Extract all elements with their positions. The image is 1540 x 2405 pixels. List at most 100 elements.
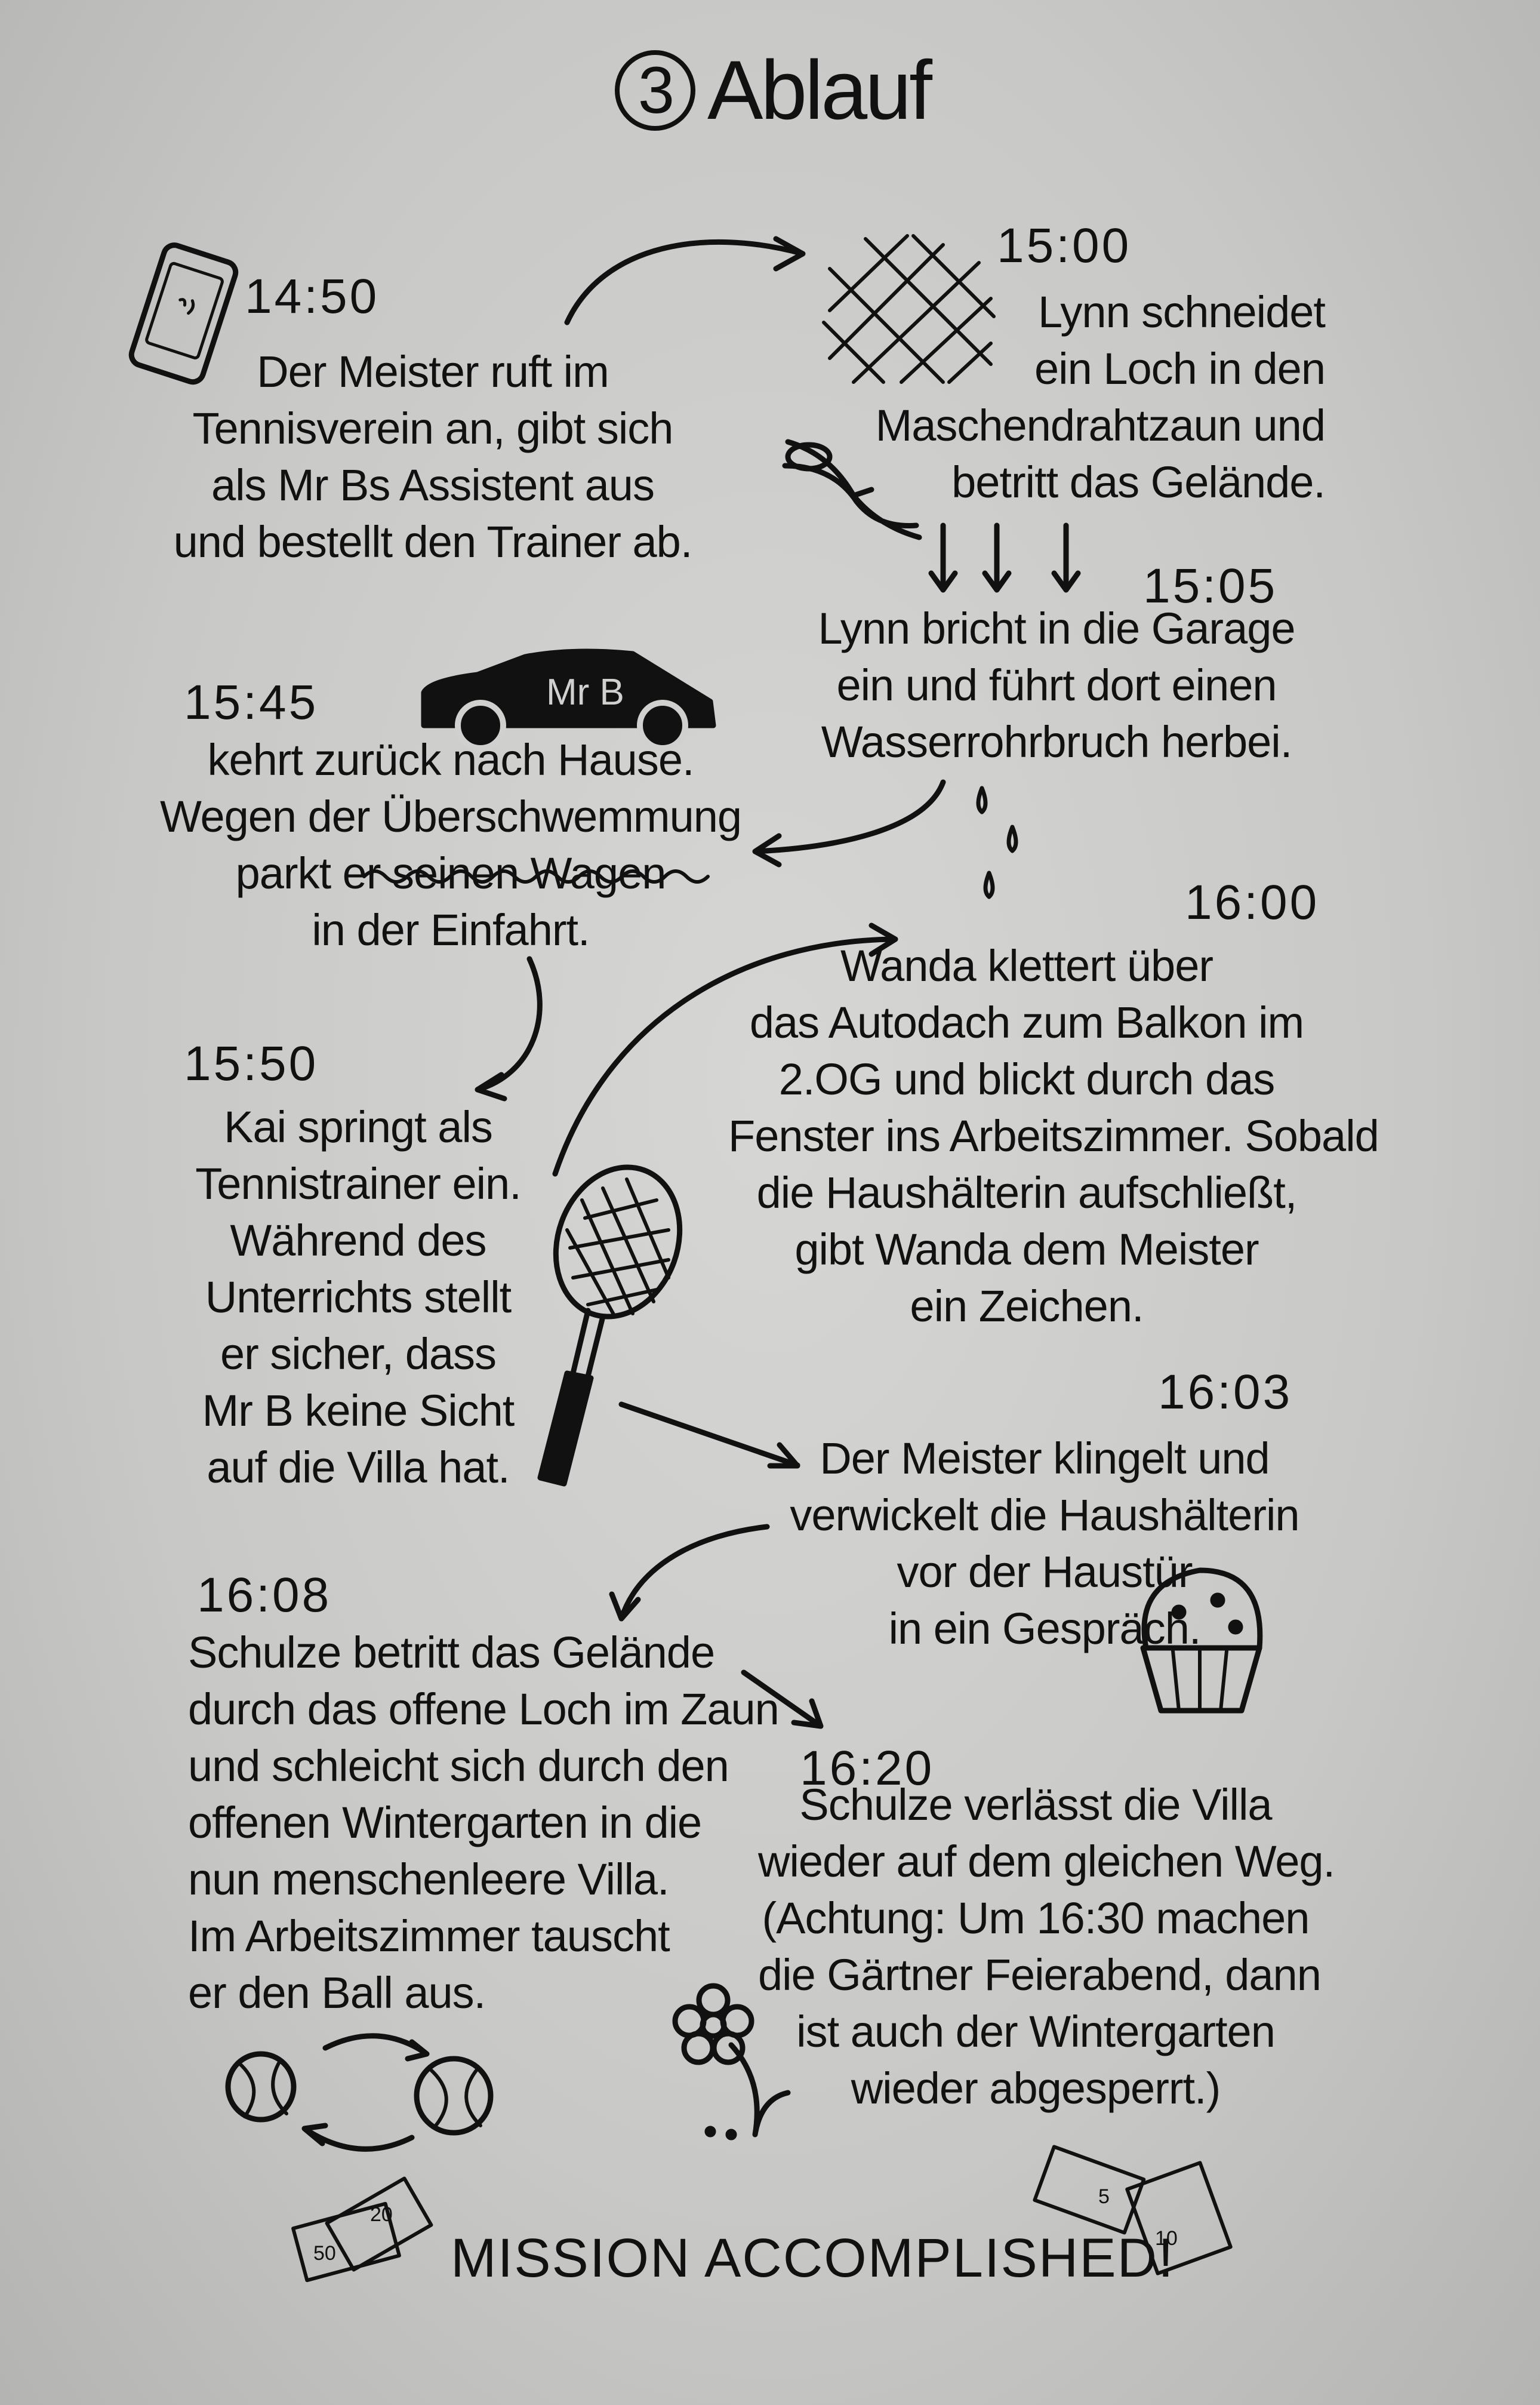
text-line: 2.OG und blickt durch das bbox=[778, 1054, 1276, 1104]
step-1545-text: kehrt zurück nach Hause. Wegen der Übersc… bbox=[158, 731, 743, 958]
arrow bbox=[552, 922, 898, 1177]
time-label: 16:20 bbox=[800, 1741, 935, 1795]
text-line: kehrt zurück nach Hause. bbox=[207, 735, 694, 785]
time-label: 15:05 bbox=[1143, 559, 1278, 613]
text-line: und schleicht sich durch den bbox=[188, 1741, 729, 1791]
text-line: Der Meister klingelt und bbox=[820, 1434, 1270, 1483]
text-line: Kai springt als bbox=[224, 1102, 493, 1152]
muffin-icon bbox=[1140, 1567, 1263, 1714]
time-label: 16:00 bbox=[1185, 875, 1320, 930]
text-line: betritt das Gelände. bbox=[951, 457, 1326, 507]
text-line: (Achtung: Um 16:30 machen bbox=[762, 1893, 1310, 1943]
time-label: 14:50 bbox=[245, 269, 380, 324]
step-1450-text: Der Meister ruft im Tennisverein an, gibt… bbox=[155, 343, 710, 570]
text-line: er den Ball aus. bbox=[188, 1968, 486, 2018]
step-1620: 16:20 bbox=[800, 1740, 934, 1797]
step-1450: 14:50 bbox=[245, 269, 379, 325]
page-title: 3 Ablauf bbox=[615, 42, 932, 139]
text-line: vor der Haustür bbox=[897, 1547, 1193, 1597]
arrow bbox=[741, 1669, 824, 1729]
text-line: das Autodach zum Balkon im bbox=[749, 998, 1304, 1047]
fence-icon bbox=[822, 234, 996, 384]
text-line: Tennistrainer ein. bbox=[195, 1159, 522, 1208]
car-label: Mr B bbox=[546, 672, 624, 713]
bill-label: 20 bbox=[370, 2203, 393, 2226]
text-line: Wasserrohrbruch herbei. bbox=[821, 717, 1293, 767]
text-line: auf die Villa hat. bbox=[207, 1443, 510, 1492]
time-label: 16:08 bbox=[197, 1568, 332, 1622]
step-1620-text: Schulze verlässt die Villa wieder auf dem… bbox=[758, 1776, 1335, 2117]
step-1505: 15:05 bbox=[1143, 558, 1277, 614]
text-line: durch das offene Loch im Zaun bbox=[188, 1684, 780, 1734]
bill-label: 50 bbox=[313, 2242, 336, 2265]
text-line: in der Einfahrt. bbox=[312, 905, 590, 955]
text-line: gibt Wanda dem Meister bbox=[794, 1225, 1259, 1274]
text-line: in ein Gespräch. bbox=[888, 1604, 1202, 1653]
tennis-balls-icon bbox=[225, 2033, 494, 2152]
water-drops bbox=[976, 786, 1018, 899]
flower-icon bbox=[672, 1983, 791, 2140]
text-line: ein Zeichen. bbox=[910, 1281, 1144, 1331]
text-line: Wegen der Überschwemmung bbox=[159, 792, 742, 841]
time-label: 15:45 bbox=[184, 675, 319, 730]
mission-accomplished: MISSION ACCOMPLISHED! bbox=[451, 2228, 1175, 2289]
step-1545: 15:45 bbox=[184, 675, 318, 731]
text-line: Unterrichts stellt bbox=[205, 1272, 512, 1322]
text-line: und bestellt den Trainer ab. bbox=[173, 517, 693, 567]
text-line: Lynn schneidet bbox=[1037, 287, 1326, 337]
text-line: Fenster ins Arbeitszimmer. Sobald bbox=[728, 1111, 1379, 1161]
text-line: die Haushälterin aufschließt, bbox=[756, 1168, 1298, 1217]
step-1600-text: Wanda klettert über das Autodach zum Balk… bbox=[728, 937, 1379, 1334]
bill-label: 5 bbox=[1098, 2185, 1110, 2208]
step-1603-text: Der Meister klingelt und verwickelt die H… bbox=[788, 1430, 1301, 1657]
step-1608-text: Schulze betritt das Gelände durch das off… bbox=[188, 1624, 780, 2021]
arrow bbox=[609, 1524, 770, 1622]
step-number: 3 bbox=[615, 50, 695, 131]
text-line: als Mr Bs Assistent aus bbox=[211, 460, 655, 510]
text-line: Lynn bricht in die Garage bbox=[818, 604, 1295, 653]
phone-icon bbox=[128, 242, 239, 385]
text-line: ein Loch in den bbox=[1034, 344, 1326, 393]
text-line: Tennisverein an, gibt sich bbox=[192, 404, 674, 453]
text-line: Maschendrahtzaun und bbox=[875, 401, 1326, 450]
pliers-icon bbox=[782, 439, 922, 540]
text-line: Im Arbeitszimmer tauscht bbox=[188, 1911, 670, 1961]
wavy-underline bbox=[362, 869, 710, 884]
arrow bbox=[752, 779, 946, 868]
tennis-racket-icon bbox=[537, 1164, 683, 1487]
step-1600: 16:00 bbox=[1185, 875, 1319, 931]
text-line: Während des bbox=[230, 1216, 486, 1265]
text-line: verwickelt die Haushälterin bbox=[790, 1490, 1299, 1540]
step-1603: 16:03 bbox=[1158, 1364, 1292, 1420]
text-line: Schulze verlässt die Villa bbox=[799, 1780, 1272, 1829]
title-text: Ablauf bbox=[707, 43, 932, 137]
text-line: ist auch der Wintergarten bbox=[796, 2007, 1276, 2056]
text-line: wieder auf dem gleichen Weg. bbox=[758, 1837, 1335, 1886]
step-1550: 15:50 bbox=[184, 1036, 318, 1092]
text-line: Mr B keine Sicht bbox=[202, 1386, 515, 1435]
car-icon bbox=[421, 648, 716, 751]
text-line: parkt er seinen Wagen bbox=[235, 848, 667, 898]
text-line: die Gärtner Feierabend, dann bbox=[758, 1950, 1322, 2000]
money-bills-icon bbox=[291, 2145, 1233, 2283]
text-line: nun menschenleere Villa. bbox=[188, 1855, 670, 1904]
down-arrows bbox=[928, 522, 1081, 593]
text-line: offenen Wintergarten in die bbox=[188, 1798, 702, 1847]
text-line: Der Meister ruft im bbox=[257, 347, 609, 396]
text-line: Schulze betritt das Gelände bbox=[188, 1628, 715, 1677]
arrow bbox=[564, 236, 806, 325]
time-label: 16:03 bbox=[1158, 1365, 1293, 1419]
text-line: ein und führt dort einen bbox=[836, 660, 1277, 710]
step-1500: 15:00 bbox=[997, 218, 1131, 274]
text-line: Wanda klettert über bbox=[840, 941, 1213, 991]
step-1608: 16:08 bbox=[197, 1567, 331, 1623]
bill-label: 10 bbox=[1155, 2227, 1178, 2250]
arrow bbox=[475, 956, 543, 1102]
text-line: wieder abgesperrt.) bbox=[851, 2063, 1221, 2113]
step-1505-text: Lynn bricht in die Garage ein und führt d… bbox=[800, 600, 1313, 770]
arrow bbox=[618, 1401, 800, 1469]
time-label: 15:00 bbox=[997, 219, 1132, 273]
